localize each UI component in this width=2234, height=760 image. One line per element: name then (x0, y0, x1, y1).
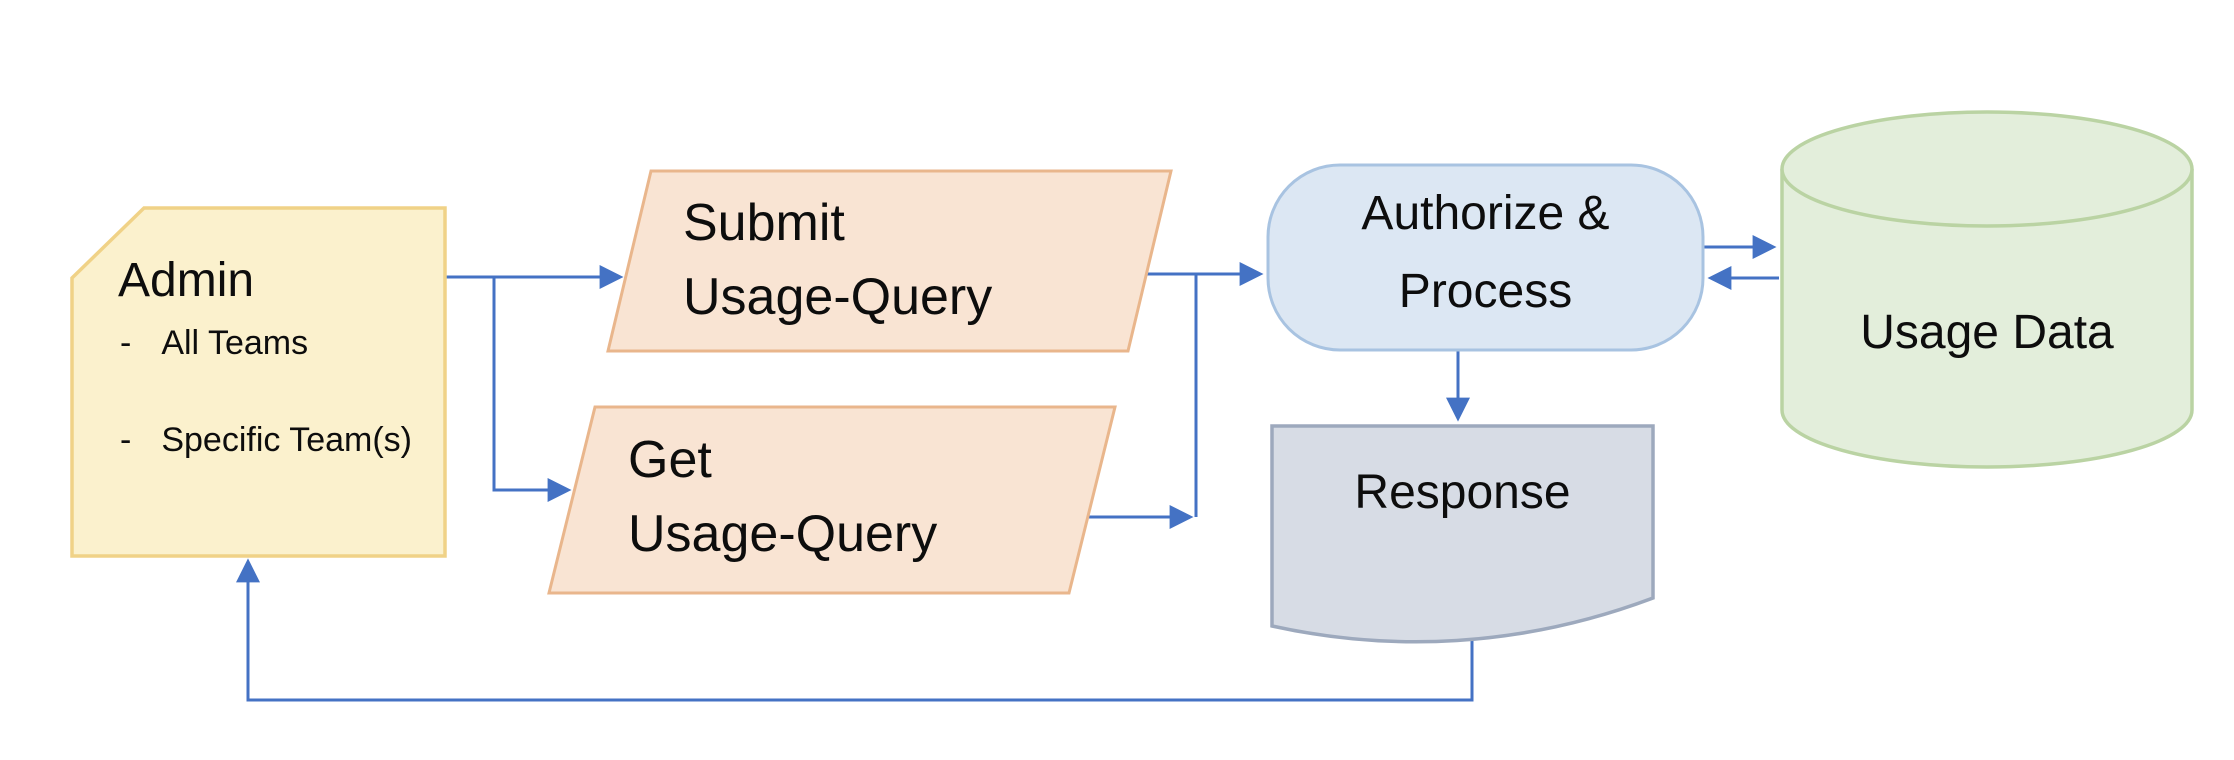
bullet-label: All Teams (161, 324, 309, 362)
admin-node-shape (70, 206, 447, 558)
get-usage-query-label: Get Usage-Query (628, 423, 937, 571)
response-document-shape (1270, 424, 1655, 644)
bullet-dash: - (120, 324, 132, 362)
admin-bullet-specific-teams: - Specific Team(s) (120, 418, 412, 462)
bullet-label: Specific Team(s) (161, 421, 412, 459)
get-label-line1: Get (628, 431, 712, 489)
authorize-label-line1: Authorize & (1361, 186, 1610, 240)
usage-data-label: Usage Data (1860, 306, 2114, 359)
admin-node-title: Admin (118, 254, 255, 307)
usage-data-cylinder-top (1780, 110, 2194, 228)
admin-bullet-all-teams: - All Teams (120, 321, 308, 365)
usage-data-cylinder-body (1780, 169, 2194, 469)
submit-usage-query-shape (606, 169, 1173, 353)
authorize-process-shape (1266, 163, 1705, 352)
bullet-dash: - (120, 421, 132, 459)
connector-response-to-admin-feedback (236, 558, 1474, 702)
submit-label-line1: Submit (683, 194, 845, 252)
authorize-process-label: Authorize & Process (1268, 165, 1703, 350)
authorize-label-line2: Process (1398, 264, 1573, 318)
submit-label-line2: Usage-Query (683, 268, 993, 326)
get-label-line2: Usage-Query (628, 505, 938, 563)
submit-usage-query-label: Submit Usage-Query (683, 186, 992, 334)
response-label: Response (1354, 466, 1571, 519)
get-usage-query-shape (547, 405, 1117, 595)
connector-admin-to-get (492, 277, 572, 502)
